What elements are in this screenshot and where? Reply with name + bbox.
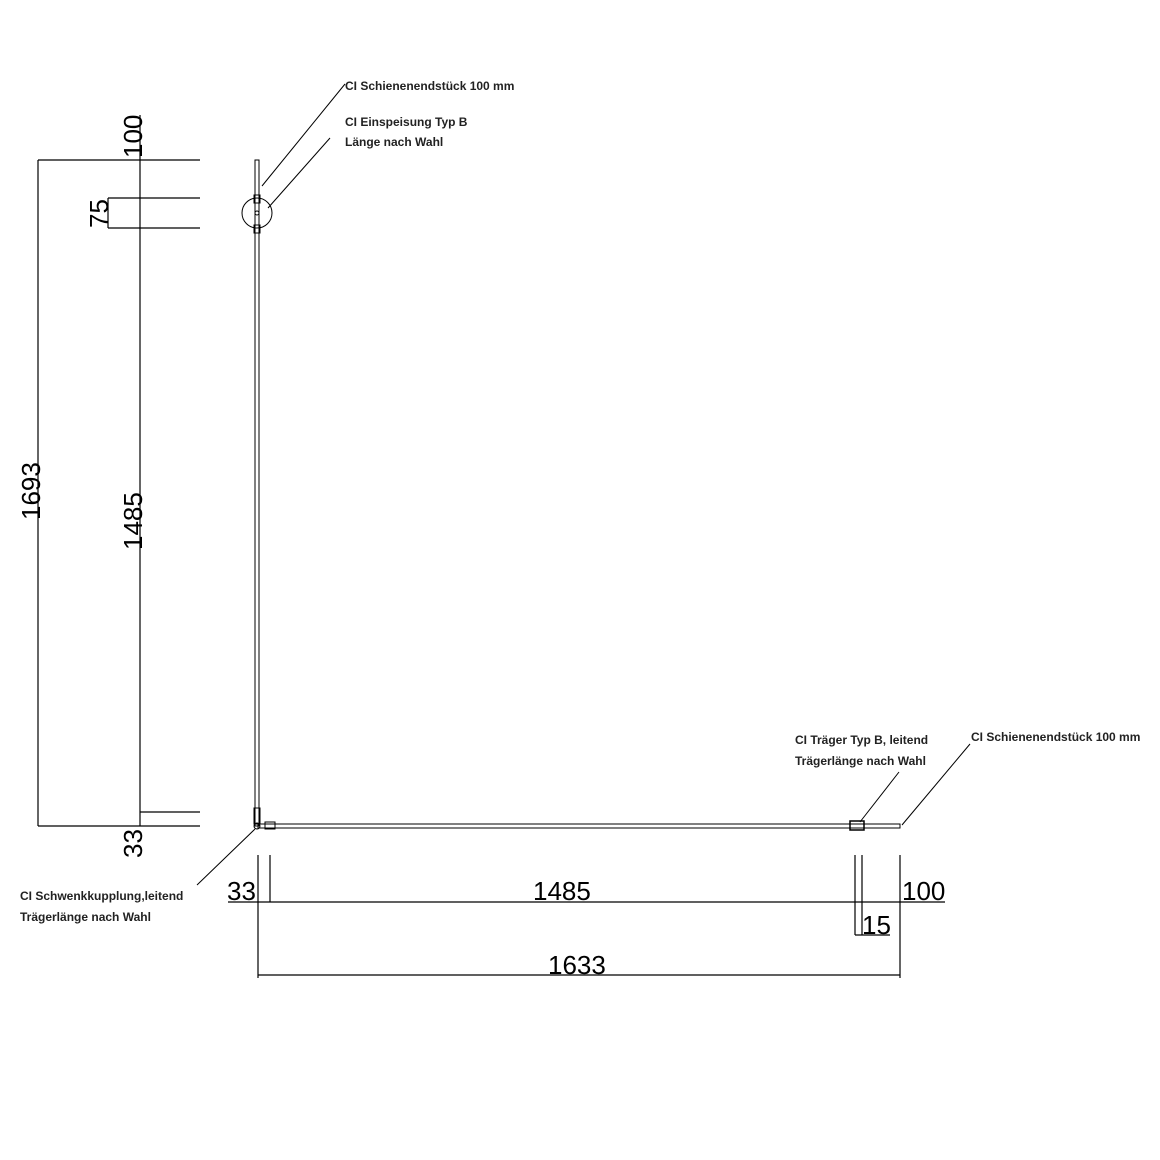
dim-horizontal-left: 33 bbox=[227, 876, 256, 906]
dim-horizontal-main: 1485 bbox=[533, 876, 591, 906]
dim-horizontal-total: 1633 bbox=[548, 950, 606, 980]
label-feed-line1: CI Einspeisung Typ B bbox=[345, 115, 468, 129]
dim-vertical-feed: 75 bbox=[84, 199, 114, 228]
dim-vertical-total: 1693 bbox=[16, 462, 46, 520]
label-right-end-piece: CI Schienenendstück 100 mm bbox=[971, 730, 1140, 744]
dim-vertical-top: 100 bbox=[118, 115, 148, 158]
dim-vertical-bottom: 33 bbox=[118, 829, 148, 858]
vertical-rail bbox=[241, 159, 273, 827]
label-top-end-piece: CI Schienenendstück 100 mm bbox=[345, 79, 514, 93]
label-carrier-line2: Trägerlänge nach Wahl bbox=[795, 754, 926, 768]
label-swivel-line1: CI Schwenkkupplung,leitend bbox=[20, 889, 183, 903]
label-swivel-line2: Trägerlänge nach Wahl bbox=[20, 910, 151, 924]
label-carrier-line1: CI Träger Typ B, leitend bbox=[795, 733, 928, 747]
dim-vertical-main: 1485 bbox=[118, 492, 148, 550]
dim-horizontal-gap: 15 bbox=[862, 910, 891, 940]
dim-horizontal-right: 100 bbox=[902, 876, 945, 906]
horizontal-rail bbox=[253, 820, 901, 831]
leader-lines bbox=[196, 83, 971, 886]
horizontal-dimensions bbox=[228, 855, 945, 978]
vertical-dimensions bbox=[37, 115, 200, 827]
label-feed-line2: Länge nach Wahl bbox=[345, 135, 443, 149]
